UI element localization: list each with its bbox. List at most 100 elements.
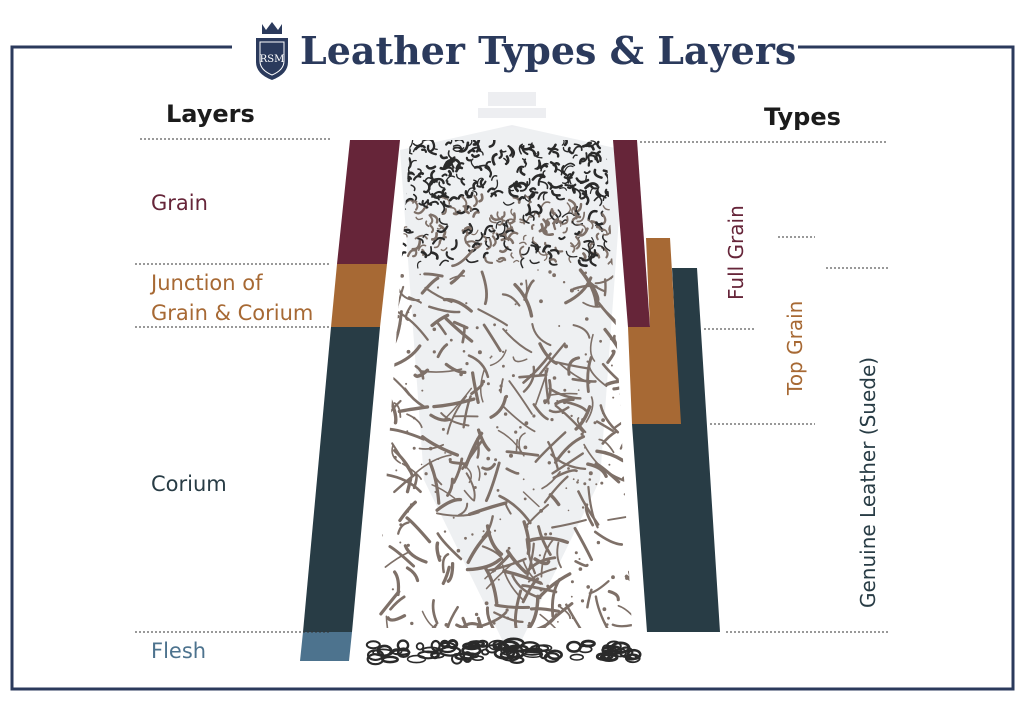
- fiber-strand: [385, 371, 410, 395]
- fiber-speckle: [497, 489, 500, 492]
- fiber-speckle: [407, 544, 410, 547]
- layer-label-grain: Grain: [151, 188, 208, 218]
- fiber-speckle: [570, 289, 574, 293]
- fiber-speckle: [584, 272, 587, 275]
- fiber-speckle: [581, 418, 584, 421]
- fiber-speckle: [548, 270, 551, 273]
- fiber-speckle: [429, 447, 433, 451]
- fiber-speckle: [483, 530, 485, 532]
- fiber-speckle: [594, 421, 597, 424]
- fiber-speckle: [583, 482, 586, 485]
- fiber-strand: [618, 606, 638, 622]
- flesh-blob: [408, 656, 426, 663]
- fiber-strand: [397, 244, 405, 246]
- fiber-speckle: [502, 351, 504, 353]
- fiber-strand: [407, 568, 417, 581]
- fiber-speckle: [625, 577, 628, 580]
- fiber-speckle: [610, 278, 612, 280]
- fiber-speckle: [442, 428, 445, 431]
- type-bar-full-grain: [613, 140, 650, 327]
- fiber-speckle: [577, 479, 579, 481]
- layers-heading: Layers: [166, 100, 255, 128]
- fiber-speckle: [444, 530, 446, 532]
- fiber-strand: [576, 561, 588, 565]
- fiber-speckle: [476, 326, 479, 329]
- layer-bar-corium: [303, 327, 380, 632]
- fiber-strand: [378, 485, 381, 522]
- fiber-speckle: [399, 523, 402, 526]
- fiber-speckle: [382, 338, 385, 341]
- type-label-genuine-leather: Genuine Leather (Suede): [856, 357, 880, 608]
- fiber-strand: [385, 333, 397, 343]
- fiber-speckle: [601, 418, 605, 422]
- fiber-speckle: [584, 447, 586, 449]
- fiber-speckle: [482, 380, 486, 384]
- fiber-speckle: [567, 467, 570, 470]
- flesh-blob: [570, 654, 583, 660]
- fiber-speckle: [512, 374, 515, 377]
- fiber-speckle: [509, 454, 513, 458]
- fiber-strand: [437, 543, 440, 560]
- fiber-speckle: [380, 534, 383, 537]
- fiber-speckle: [612, 397, 614, 399]
- fiber-speckle: [462, 515, 464, 517]
- fiber-speckle: [457, 549, 461, 553]
- flesh-blob: [540, 651, 547, 658]
- fiber-speckle: [506, 617, 509, 620]
- fiber-strand: [554, 163, 559, 165]
- fiber-speckle: [439, 555, 441, 557]
- fiber-strand: [526, 280, 527, 301]
- fiber-speckle: [549, 532, 552, 535]
- type-label-full-grain: Full Grain: [724, 205, 748, 300]
- fiber-strand: [407, 518, 430, 542]
- layer-label-corium: Corium: [151, 469, 227, 499]
- fiber-speckle: [433, 350, 436, 353]
- fiber-strand: [447, 607, 458, 636]
- fiber-speckle: [540, 589, 543, 592]
- fiber-speckle: [391, 285, 394, 288]
- fiber-speckle: [437, 286, 439, 288]
- fiber-speckle: [396, 315, 400, 319]
- fiber-strand: [590, 581, 609, 593]
- fiber-speckle: [543, 399, 547, 403]
- fiber-strand: [575, 528, 592, 559]
- fiber-speckle: [435, 491, 437, 493]
- fiber-speckle: [602, 413, 604, 415]
- fiber-speckle: [587, 361, 589, 363]
- fiber-speckle: [474, 486, 477, 489]
- fiber-speckle: [552, 273, 556, 277]
- fiber-speckle: [558, 325, 560, 327]
- fiber-speckle: [571, 596, 573, 598]
- fiber-speckle: [556, 400, 558, 402]
- fiber-speckle: [524, 498, 527, 501]
- fiber-speckle: [608, 464, 610, 466]
- fiber-speckle: [553, 376, 557, 380]
- flesh-blob: [548, 651, 561, 659]
- fiber-speckle: [619, 393, 621, 395]
- fiber-strand: [566, 605, 581, 630]
- fiber-speckle: [392, 588, 394, 590]
- fiber-speckle: [387, 406, 389, 408]
- fiber-speckle: [499, 389, 502, 392]
- page-title: Leather Types & Layers: [300, 24, 790, 78]
- fiber-speckle: [514, 431, 517, 434]
- fiber-speckle: [585, 353, 587, 355]
- fiber-strand: [547, 221, 549, 225]
- fiber-speckle: [494, 458, 497, 461]
- fiber-speckle: [581, 599, 584, 602]
- layer-bar-flesh: [300, 632, 352, 661]
- fiber-speckle: [604, 622, 606, 624]
- layer-bar-grain: [337, 140, 400, 264]
- fiber-strand: [449, 171, 450, 175]
- fiber-speckle: [579, 558, 581, 560]
- layer-label-junction-line1: Junction of: [151, 268, 263, 298]
- fiber-speckle: [499, 518, 501, 520]
- flesh-blob: [367, 641, 380, 648]
- fiber-speckle: [465, 362, 468, 365]
- layer-label-junction-line2: Grain & Corium: [151, 298, 313, 328]
- fiber-speckle: [568, 510, 570, 512]
- fiber-speckle: [624, 493, 626, 495]
- fiber-speckle: [413, 447, 416, 450]
- types-heading: Types: [764, 103, 841, 131]
